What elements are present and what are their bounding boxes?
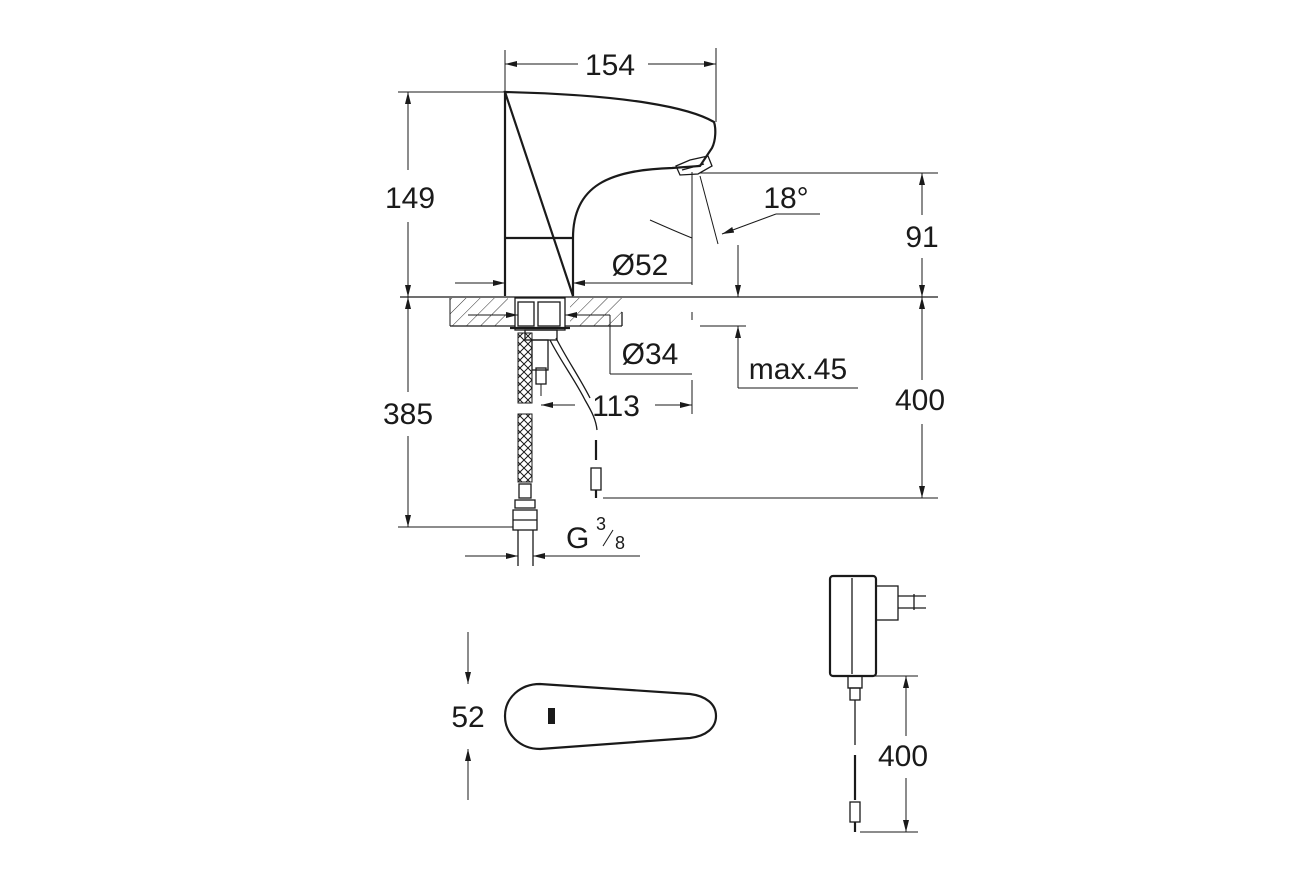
dim-149: 149 (385, 91, 505, 297)
sensor-outlet (675, 155, 713, 176)
dim-400-cable-label: 400 (895, 384, 945, 417)
dim-thread-num: 3 (596, 514, 606, 534)
supply-hose (512, 332, 538, 566)
faucet-top-view: 52 (451, 632, 718, 800)
dim-thread-den: 8 (615, 533, 625, 553)
dim-max45-label: max.45 (749, 353, 847, 386)
faucet-body (503, 90, 717, 297)
dim-385-label: 385 (383, 398, 433, 431)
dim-385: 385 (383, 297, 513, 528)
faucet-side-view (503, 90, 717, 297)
dim-149-label: 149 (385, 182, 435, 215)
dim-400-cable: 400 (603, 297, 945, 499)
dim-angle-label: 18° (763, 182, 808, 215)
dim-113-label: 113 (592, 390, 640, 423)
dim-113: 113 (541, 380, 693, 423)
dim-adapter-400-label: 400 (878, 740, 928, 773)
dim-top-52-label: 52 (451, 701, 484, 734)
counter-top (400, 296, 938, 327)
dim-angle: 18° (649, 172, 820, 285)
power-adapter: 400 (828, 574, 928, 833)
dim-thread: G 3 8 (465, 514, 640, 559)
dim-max45: max.45 (700, 245, 858, 389)
dim-d34-label: Ø34 (622, 338, 679, 371)
dim-154: 154 (504, 48, 717, 122)
dim-91-label: 91 (905, 221, 938, 254)
dim-d52-label: Ø52 (612, 249, 669, 282)
dim-d52: Ø52 (455, 249, 692, 286)
dim-thread-g: G (566, 522, 589, 555)
dim-d34: Ø34 (468, 312, 692, 375)
dim-91: 91 (700, 172, 939, 297)
sensor-cable (549, 337, 602, 498)
dim-154-label: 154 (585, 49, 635, 82)
